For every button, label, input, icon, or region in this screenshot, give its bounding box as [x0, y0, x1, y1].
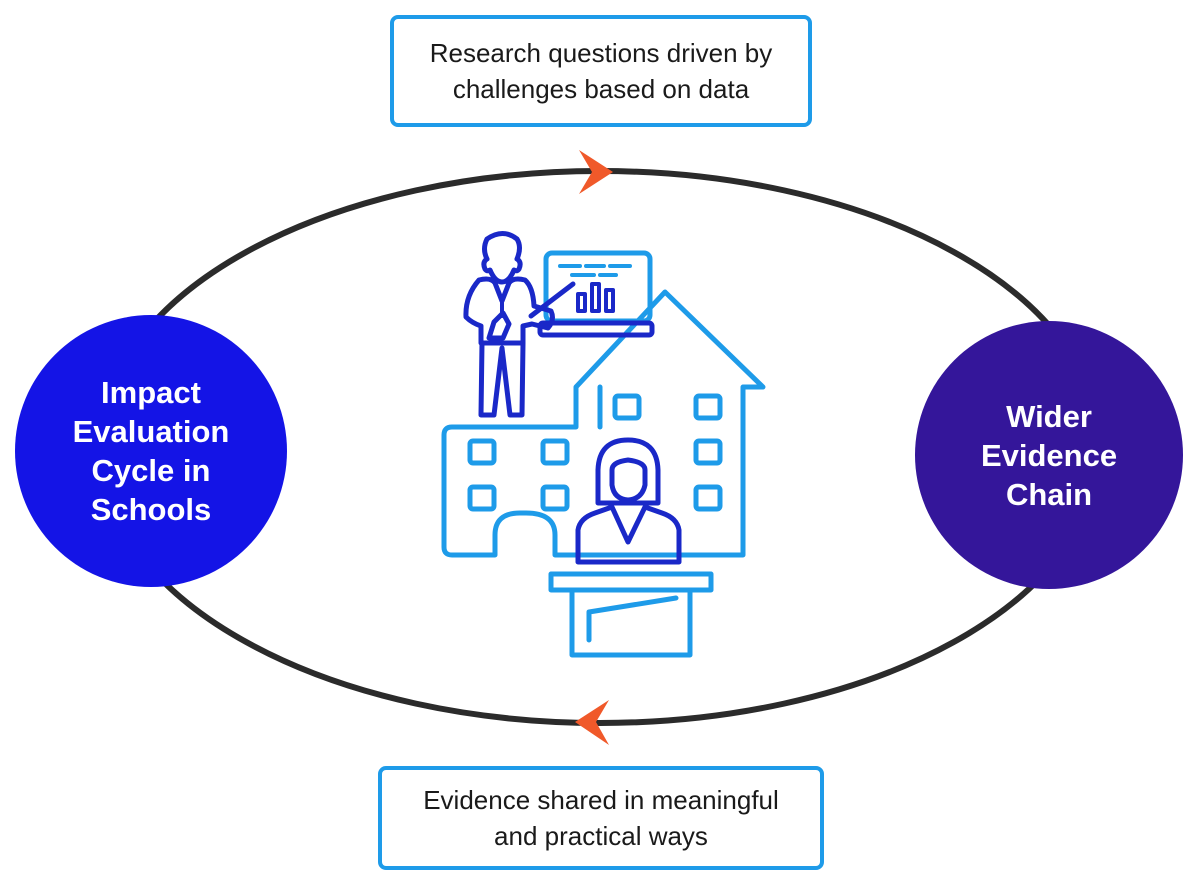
- right-circle-line-1: Wider: [1006, 398, 1092, 434]
- wider-evidence-chain-circle: Wider Evidence Chain: [915, 321, 1183, 589]
- research-questions-line-2: challenges based on data: [452, 74, 750, 104]
- teacher-icon: [575, 437, 682, 565]
- evidence-shared-box: Evidence shared in meaningful and practi…: [378, 766, 824, 870]
- left-circle-line-4: Schools: [90, 492, 212, 527]
- presentation-screen-icon: [528, 250, 655, 338]
- left-circle-line-2: Evaluation: [72, 414, 230, 449]
- evidence-shared-line-2: and practical ways: [494, 821, 708, 851]
- right-circle-line-2: Evidence: [980, 437, 1118, 473]
- presenter-icon: [463, 231, 555, 418]
- school-presentation-illustration: [441, 231, 766, 658]
- arrow-left-icon: [575, 700, 609, 745]
- arrow-right-icon: [579, 150, 613, 194]
- school-building-icon: [441, 289, 766, 658]
- evidence-shared-line-1: Evidence shared in meaningful: [423, 785, 779, 815]
- research-questions-box: Research questions driven by challenges …: [390, 15, 812, 127]
- impact-evaluation-cycle-circle: Impact Evaluation Cycle in Schools: [15, 315, 287, 587]
- right-circle-line-3: Chain: [1005, 476, 1093, 512]
- left-circle-line-1: Impact: [101, 375, 201, 410]
- left-circle-line-3: Cycle in: [91, 453, 211, 488]
- research-questions-line-1: Research questions driven by: [429, 38, 773, 68]
